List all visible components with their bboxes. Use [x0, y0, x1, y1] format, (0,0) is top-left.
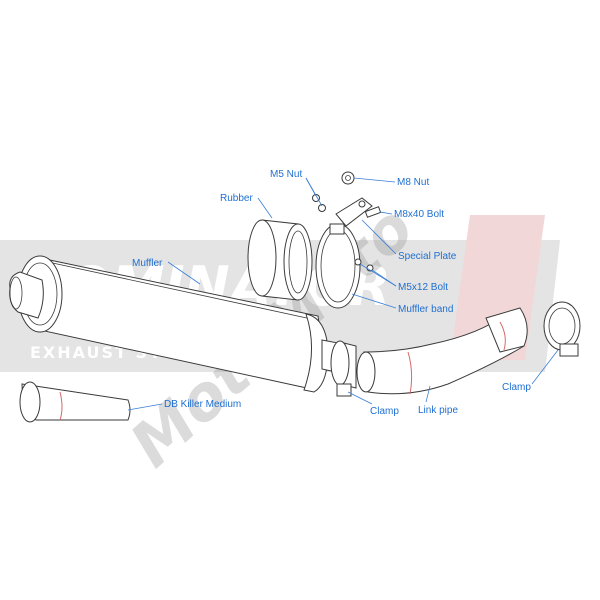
label-db-killer: DB Killer Medium [164, 399, 241, 410]
muffler-part [9, 255, 341, 393]
m8-nut-hole [345, 175, 351, 181]
leader-m5x12-bolt-2 [371, 269, 397, 287]
labels: M5 Nut M8 Nut Rubber M8x40 Bolt Special … [132, 169, 531, 417]
m8x40-bolt-part [364, 206, 382, 218]
leader-rubber [257, 197, 273, 219]
leader-muffler-band [351, 293, 397, 309]
special-plate-part [335, 197, 373, 227]
muffler-band-outer [315, 223, 361, 309]
leader-clamp-center [347, 391, 373, 405]
label-link-pipe: Link pipe [418, 405, 458, 416]
label-special-plate: Special Plate [398, 251, 457, 262]
leader-m8-nut [353, 177, 396, 183]
label-m5-nut: M5 Nut [270, 169, 302, 180]
leader-lines [127, 177, 559, 411]
clamp-right-part [543, 301, 581, 357]
db-killer-flange [19, 381, 41, 423]
m5-nuts-part [312, 194, 326, 212]
rubber-inner [288, 230, 308, 294]
label-m8-nut: M8 Nut [397, 177, 429, 188]
db-killer-seam [59, 391, 63, 421]
leader-link-pipe [425, 385, 431, 403]
link-pipe-seam-1 [407, 351, 413, 395]
m5x12-bolt-1 [354, 258, 362, 266]
link-pipe-slip-joint [485, 307, 528, 353]
label-clamp-center: Clamp [370, 406, 399, 417]
db-killer-part [19, 381, 131, 423]
leader-clamp-right [531, 349, 559, 385]
rubber-back [283, 223, 313, 301]
clamp-center-bolt [336, 383, 352, 397]
muffler-band-tab [329, 223, 345, 235]
m8x40-bolt [364, 206, 382, 218]
label-muffler: Muffler [132, 258, 163, 269]
link-pipe-inlet [356, 351, 376, 393]
leader-m5-nut-2 [305, 177, 323, 207]
rubber-part [247, 219, 313, 301]
special-plate-hole [358, 200, 366, 208]
leader-m8x40-bolt [379, 211, 393, 215]
clamp-right-bolt [559, 343, 579, 357]
muffler-front-cap [303, 313, 329, 393]
muffler-band-part [315, 223, 361, 309]
leader-muffler [167, 261, 201, 285]
clamp-center-face [330, 340, 350, 386]
m5-nut-2 [318, 204, 326, 212]
label-m8x40-bolt: M8x40 Bolt [394, 209, 444, 220]
label-rubber: Rubber [220, 193, 253, 204]
muffler-highlight [47, 261, 317, 321]
label-muffler-band: Muffler band [398, 304, 453, 315]
leader-db-killer [127, 403, 163, 411]
m8-nut-part [341, 171, 355, 185]
m8-nut [341, 171, 355, 185]
clamp-center-part [330, 340, 357, 397]
m5-nut-1 [312, 194, 320, 202]
label-clamp-right: Clamp [502, 382, 531, 393]
link-pipe-part [356, 307, 528, 395]
muffler-outlet-opening [9, 276, 23, 310]
rubber-face [247, 219, 277, 297]
leader-special-plate [361, 219, 397, 255]
label-m5x12-bolt: M5x12 Bolt [398, 282, 448, 293]
link-pipe-seam-2 [499, 321, 506, 351]
